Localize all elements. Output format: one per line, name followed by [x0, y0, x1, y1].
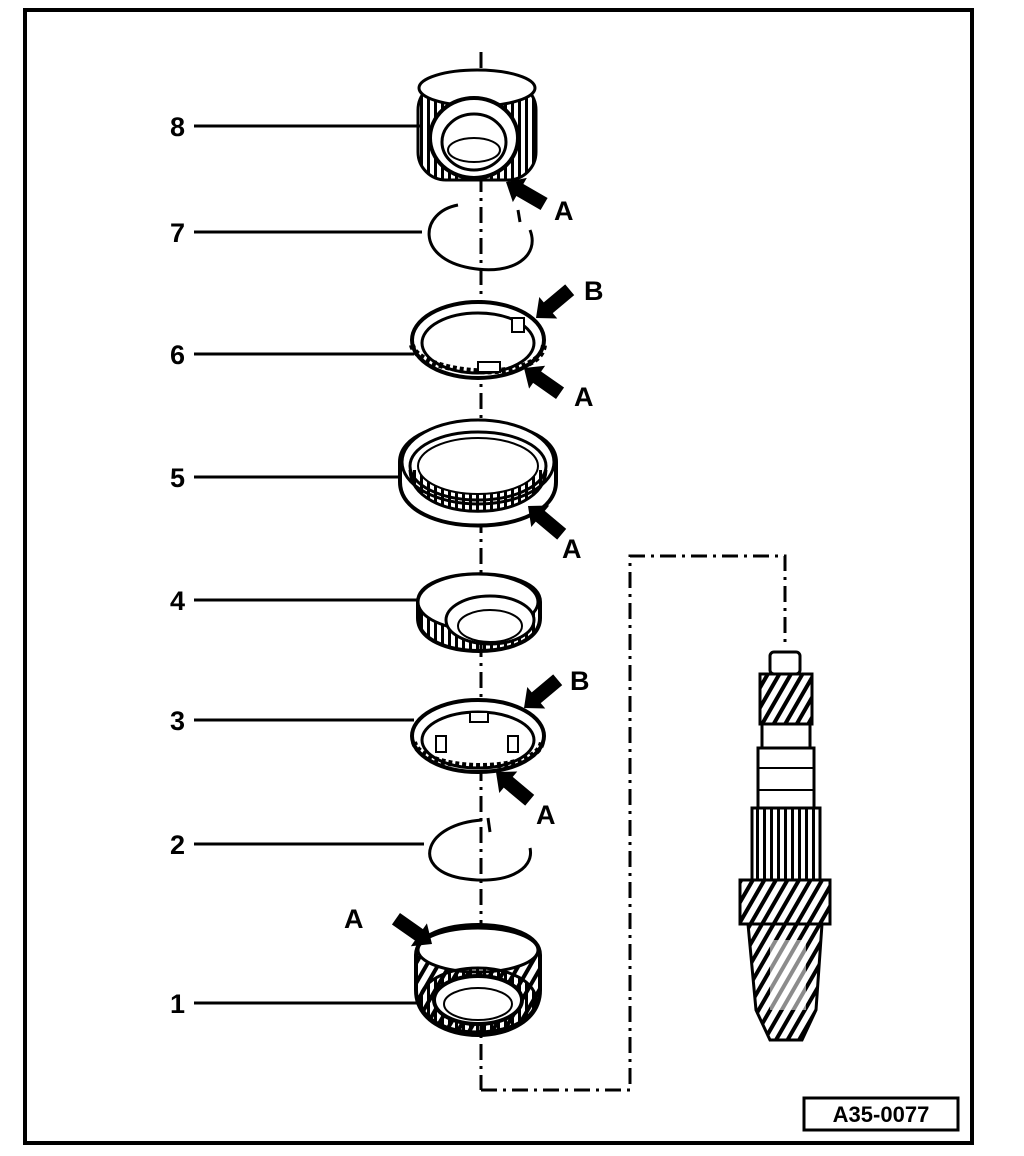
callout-a-part-8: A — [554, 196, 574, 226]
part-2-circlip — [428, 817, 533, 882]
part-7-circlip — [427, 203, 534, 272]
callout-b-part-3: B — [570, 666, 590, 696]
leader-lines — [194, 124, 424, 1005]
main-shaft — [738, 650, 832, 1042]
part-6-synchro-ring — [409, 300, 547, 380]
figure-id-box — [802, 1096, 960, 1132]
part-5-label: 5 — [170, 463, 185, 493]
part-1-gear — [414, 923, 542, 1037]
part-2-label: 2 — [170, 830, 185, 860]
part-7-label: 7 — [170, 218, 185, 248]
part-4-synchro-hub — [416, 572, 542, 653]
shaft-connector-line — [481, 554, 787, 1092]
drawing-frame — [23, 8, 974, 1145]
part-3-label: 3 — [170, 706, 185, 736]
figure-id: A35-0077 — [833, 1102, 930, 1127]
part-5-synchro-sleeve — [398, 418, 558, 528]
part-3-synchro-ring — [410, 698, 546, 774]
callout-a-part-3: A — [536, 800, 556, 830]
callout-a-part-5: A — [562, 534, 582, 564]
part-8-label: 8 — [170, 112, 185, 142]
callout-a-part-6: A — [574, 382, 594, 412]
part-8-gear — [416, 68, 538, 182]
part-4-label: 4 — [170, 586, 185, 616]
part-6-label: 6 — [170, 340, 185, 370]
callout-b-part-6: B — [584, 276, 604, 306]
callout-a-part-1: A — [344, 904, 364, 934]
callout-arrows — [391, 177, 575, 947]
part-1-label: 1 — [170, 989, 185, 1019]
